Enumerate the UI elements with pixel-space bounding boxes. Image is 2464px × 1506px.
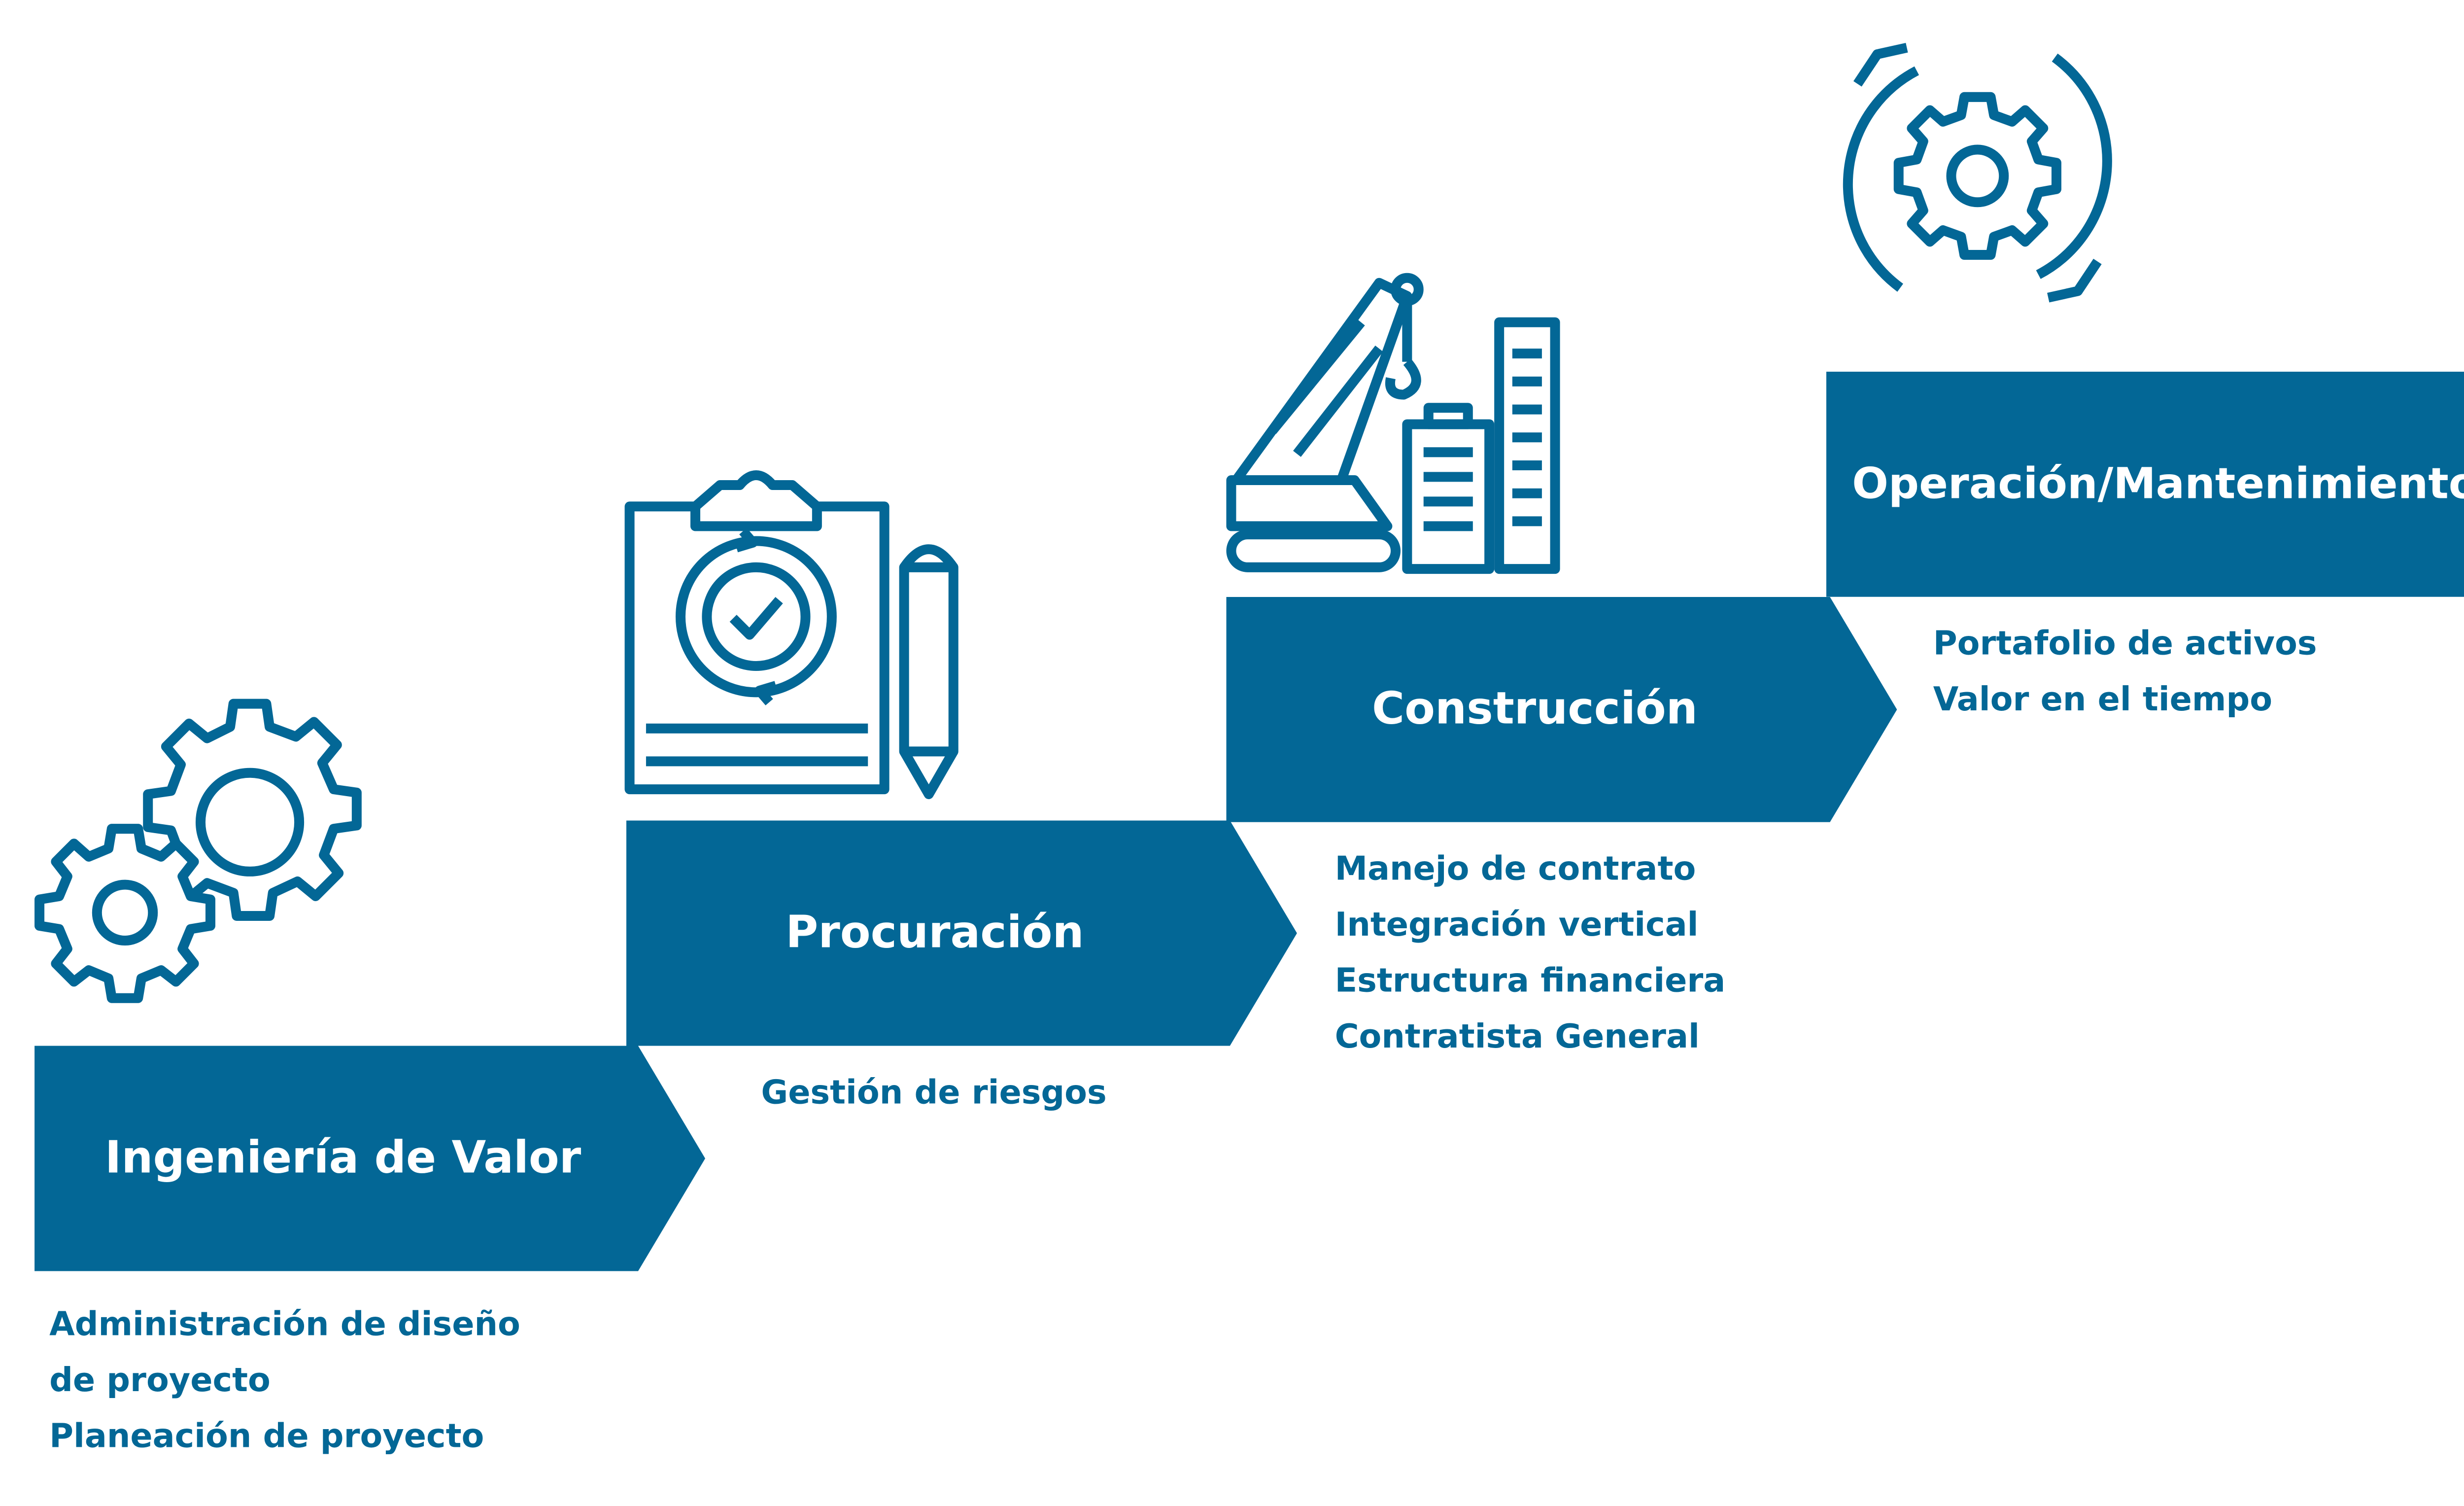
- step-arrow-ingenieria: Ingeniería de Valor: [34, 1046, 706, 1271]
- bullet-item: Contratista General: [1335, 1016, 1700, 1056]
- bullet-item: Administración de diseño: [49, 1304, 520, 1344]
- step-title: Operación/Mantenimiento: [1852, 459, 2464, 509]
- clipboard-checklist-icon: [621, 465, 966, 803]
- bullet-item: Planeación de proyecto: [49, 1416, 484, 1456]
- step-title: Procuración: [786, 908, 1084, 959]
- bullet-item: Manejo de contrato: [1335, 848, 1696, 888]
- step-bullets-construccion: Manejo de contrato Integración vertical …: [1335, 841, 1726, 1064]
- bullet-item: Estructura financiera: [1335, 960, 1726, 1000]
- step-bullets-ingenieria: Administración de diseño de proyecto Pla…: [49, 1296, 520, 1464]
- bullet-item: Portafolio de activos: [1933, 623, 2317, 663]
- step-bullets-operacion: Portafolio de activos Valor en el tiempo: [1933, 615, 2317, 727]
- bullet-item: Integración vertical: [1335, 904, 1699, 944]
- bullet-item: Valor en el tiempo: [1933, 679, 2273, 719]
- step-arrow-construccion: Construcción: [1226, 596, 1897, 822]
- step-arrow-operacion: Operación/Mantenimiento: [1826, 371, 2464, 597]
- step-title: Ingeniería de Valor: [104, 1133, 582, 1184]
- step-arrow-procuracion: Procuración: [626, 820, 1297, 1046]
- bullet-item: de proyecto: [49, 1360, 271, 1400]
- bullet-item: Gestión de riesgos: [761, 1072, 1107, 1112]
- step-title: Construcción: [1372, 684, 1698, 735]
- step-bullets-procuracion: Gestión de riesgos: [761, 1064, 1106, 1120]
- gear-cycle-icon: [1821, 25, 2134, 320]
- gears-icon: [23, 677, 368, 1022]
- crane-building-icon: [1223, 263, 1568, 576]
